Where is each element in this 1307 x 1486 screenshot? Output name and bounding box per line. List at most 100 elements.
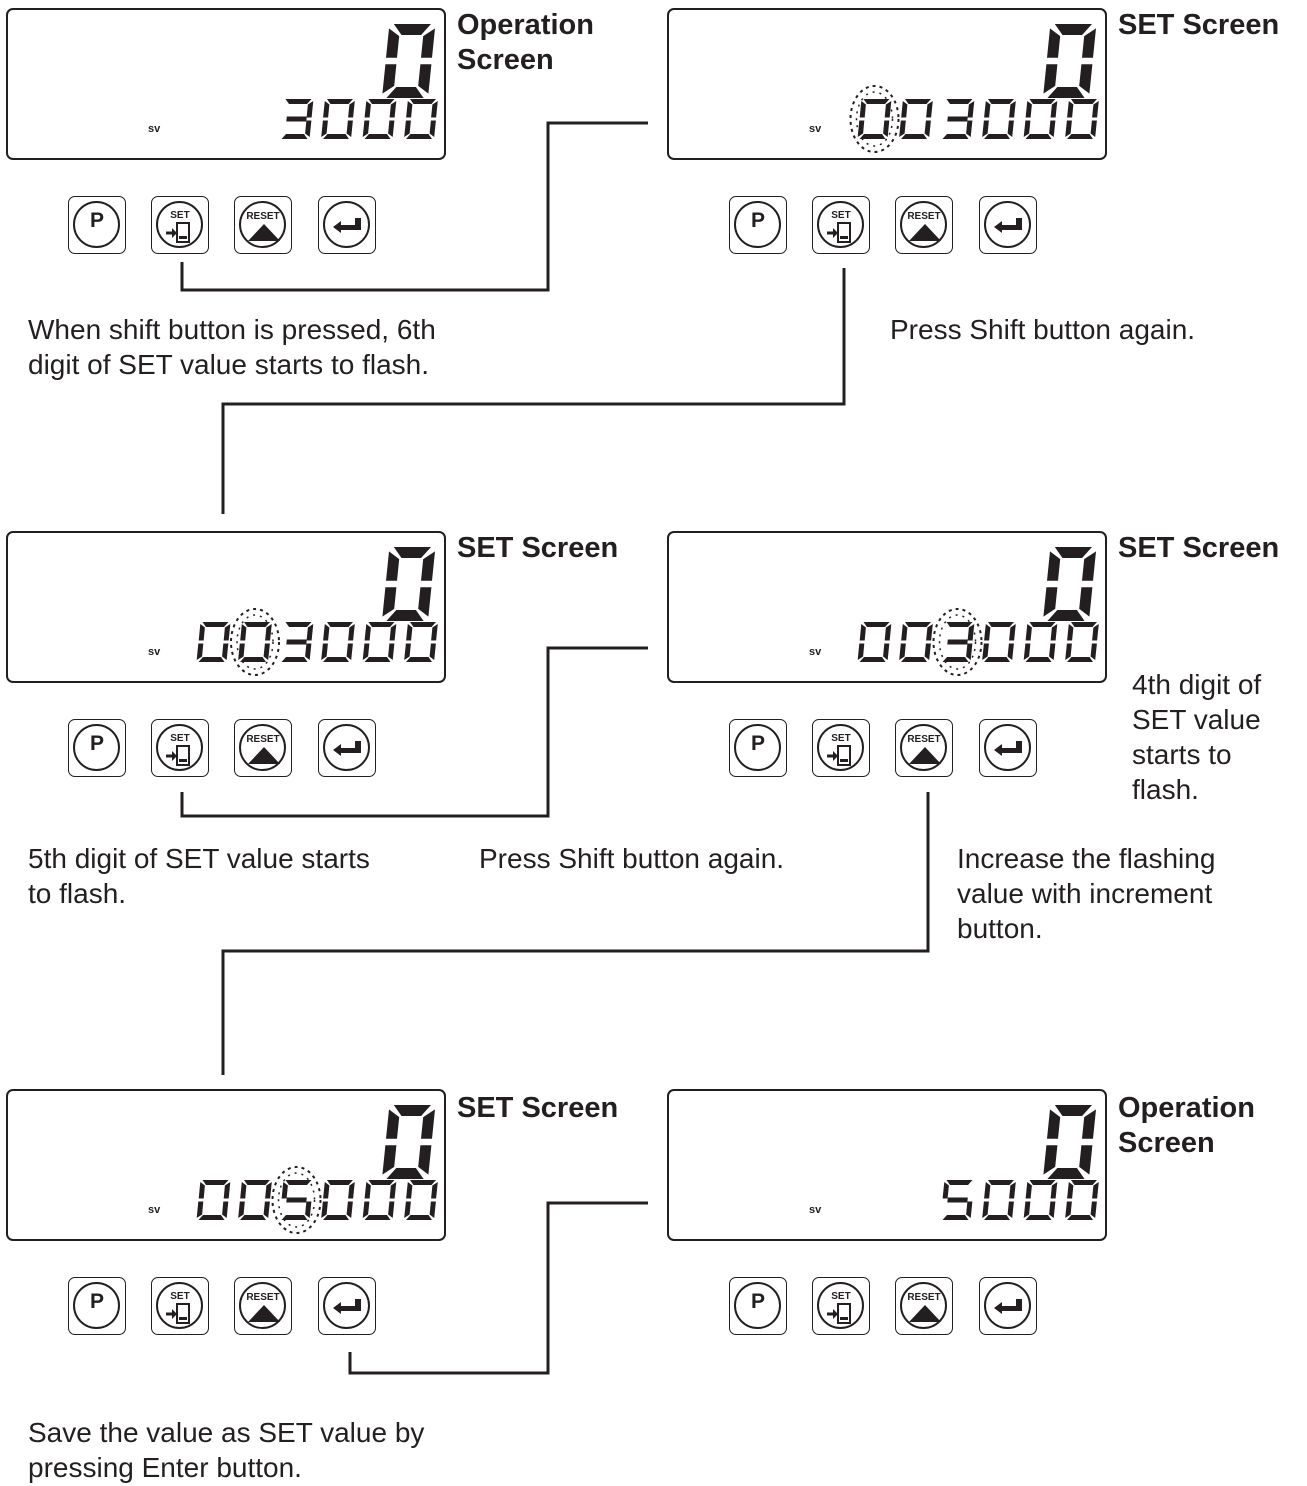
lcd-segment	[286, 116, 307, 122]
lcd-segment	[286, 639, 307, 645]
shift-set-key[interactable]: SET	[151, 196, 209, 254]
button-ring	[734, 201, 781, 248]
lcd-segment	[285, 1180, 312, 1185]
set-value-digit	[196, 1180, 231, 1220]
lcd-segment	[244, 622, 270, 627]
set-value-digit	[982, 622, 1016, 662]
lcd-segment	[942, 134, 969, 139]
shift-set-key[interactable]: SET	[812, 719, 870, 777]
lcd-segment	[223, 624, 231, 641]
lcd-segment	[198, 624, 205, 641]
lcd-segment	[1043, 587, 1058, 617]
enter-arrow-icon	[994, 218, 1022, 233]
enter-key[interactable]	[318, 196, 376, 254]
sv-label: sv	[809, 123, 822, 135]
lcd-segment	[393, 547, 431, 558]
enter-key[interactable]	[979, 196, 1037, 254]
lcd-segment	[281, 134, 308, 139]
p-key-label: P	[750, 209, 765, 232]
lcd-segment	[418, 587, 432, 617]
set-value-digit	[1065, 99, 1099, 139]
lcd-segment	[1023, 1201, 1031, 1218]
lcd-segment	[431, 101, 438, 118]
lcd-display: sv	[6, 8, 446, 160]
lcd-segment	[406, 624, 413, 641]
lcd-segment	[198, 1215, 225, 1220]
lcd-segment	[1009, 101, 1016, 118]
main-display-digit	[382, 1105, 435, 1179]
lcd-segment	[857, 643, 865, 660]
lcd-segment	[238, 643, 245, 660]
lcd-segment	[942, 657, 969, 662]
shift-set-key[interactable]: SET	[151, 719, 209, 777]
p-key[interactable]: P	[729, 719, 787, 777]
main-display-digit	[1043, 24, 1096, 98]
enter-key[interactable]	[318, 1277, 376, 1335]
shift-icon	[827, 745, 851, 766]
lcd-segment	[382, 1145, 397, 1175]
button-ring	[984, 201, 1031, 248]
lcd-segment	[1067, 624, 1074, 641]
p-key[interactable]: P	[729, 196, 787, 254]
button-ring	[817, 201, 864, 248]
lcd-segment	[1071, 622, 1097, 627]
lcd-segment	[1049, 1201, 1056, 1218]
increment-reset-key[interactable]: RESET	[895, 1277, 953, 1335]
step-note: 5th digit of SET value starts to flash.	[28, 843, 370, 909]
lcd-segment	[1071, 99, 1097, 104]
lcd-segment	[222, 643, 229, 660]
keypad: P SET RESET	[68, 719, 388, 781]
shift-set-key[interactable]: SET	[151, 1277, 209, 1335]
keypad: P SET RESET	[729, 1277, 1049, 1339]
shift-set-key[interactable]: SET	[812, 196, 870, 254]
lcd-segment	[305, 1201, 312, 1218]
enter-key[interactable]	[979, 719, 1037, 777]
set-value-digit	[942, 99, 975, 139]
lcd-segment	[386, 1168, 424, 1179]
increment-reset-key[interactable]: RESET	[895, 719, 953, 777]
set-value-digit	[942, 1180, 973, 1220]
increment-reset-key[interactable]: RESET	[234, 196, 292, 254]
button-ring	[73, 201, 120, 248]
lcd-segment	[389, 101, 397, 118]
step-note: Press Shift button again.	[479, 843, 785, 874]
p-key[interactable]: P	[729, 1277, 787, 1335]
increment-reset-key[interactable]: RESET	[234, 1277, 292, 1335]
lcd-segment	[947, 116, 968, 122]
p-key[interactable]: P	[68, 1277, 126, 1335]
lcd-segment	[901, 657, 927, 662]
increment-reset-key[interactable]: RESET	[895, 196, 953, 254]
lcd-segment	[388, 643, 395, 660]
lcd-segment	[946, 99, 973, 104]
enter-key[interactable]	[318, 719, 376, 777]
lcd-segment	[285, 99, 312, 104]
button-ring	[900, 1282, 947, 1329]
button-ring	[323, 201, 370, 248]
lcd-segment	[947, 1197, 968, 1203]
lcd-segment	[984, 101, 991, 118]
set-key-label: SET	[831, 210, 851, 221]
lcd-segment	[321, 1201, 328, 1218]
lcd-segment	[1049, 643, 1056, 660]
lcd-segment	[984, 624, 991, 641]
p-key[interactable]: P	[68, 196, 126, 254]
shift-icon	[166, 745, 190, 766]
p-key[interactable]: P	[68, 719, 126, 777]
lcd-segment	[323, 1182, 330, 1199]
shift-set-key[interactable]: SET	[812, 1277, 870, 1335]
enter-key[interactable]	[979, 1277, 1037, 1335]
increment-reset-key[interactable]: RESET	[234, 719, 292, 777]
lcd-segment	[984, 657, 1010, 662]
lcd-segment	[364, 657, 391, 662]
lcd-segments	[281, 24, 438, 139]
lcd-segment	[1090, 120, 1097, 137]
keypad: P SET RESET	[729, 719, 1049, 781]
lcd-segment	[984, 1182, 991, 1199]
lcd-segment	[305, 643, 312, 660]
lcd-segment	[388, 120, 395, 137]
lcd-segment	[406, 657, 432, 662]
lcd-segment	[202, 622, 229, 627]
panel-title: SET Screen	[457, 532, 619, 564]
lcd-segment	[926, 624, 933, 641]
lcd-segment	[429, 1201, 436, 1218]
